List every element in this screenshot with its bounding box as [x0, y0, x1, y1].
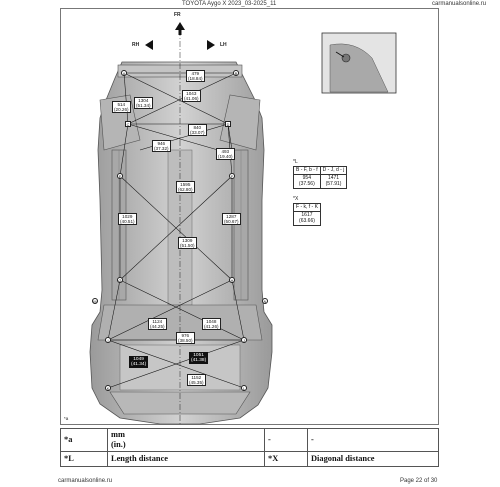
point-d: D: [225, 121, 231, 127]
point-l: L: [241, 385, 247, 391]
legend-value: Diagonal distance: [307, 450, 439, 468]
front-arrow-icon: [175, 22, 185, 30]
dimension-label-dark: 1049(41.34): [129, 356, 149, 369]
ref-mark-a: *a: [64, 416, 69, 421]
point-j: J: [241, 337, 247, 343]
dimension-label: 1595(62.80): [176, 181, 195, 193]
ref-mark-x: *X: [293, 196, 299, 202]
legend-key: -: [264, 428, 308, 452]
point-a: A: [121, 70, 127, 76]
page-number: Page 22 of 30: [400, 478, 438, 484]
dimension-label: 976(38.50): [176, 332, 195, 344]
point-k: K: [105, 385, 111, 391]
dimension-label-dark: 1051(41.38): [189, 352, 209, 365]
point-b: B: [233, 70, 239, 76]
front-direction-label: FR: [174, 12, 181, 18]
point-m: M: [92, 298, 98, 304]
dimension-label: 840(33.07): [188, 124, 207, 136]
legend-key: *a: [60, 428, 108, 452]
point-i: I: [105, 337, 111, 343]
point-e: E: [117, 173, 123, 179]
table-header: F - k, f - K: [293, 202, 321, 213]
length-reference-table: B - F, b - f D - J, d - j 954(37.56) 147…: [293, 165, 348, 190]
legend-value: Length distance: [107, 450, 265, 468]
legend-value: -: [307, 428, 439, 452]
legend-value: mm (in.): [107, 428, 265, 452]
dimension-label: 1043(41.06): [182, 90, 201, 102]
point-h: H: [229, 277, 235, 283]
point-g: G: [117, 277, 123, 283]
table-cell: 1471(57.91): [319, 174, 348, 190]
dimension-label: 1304(51.34): [134, 97, 153, 109]
dimension-label: 1029(40.51): [118, 213, 137, 225]
diagonal-reference-table: F - k, f - K 1617(63.66): [293, 202, 321, 227]
point-n: N: [262, 298, 268, 304]
rh-direction-label: RH: [132, 42, 140, 48]
table-header: B - F, b - f: [293, 165, 321, 176]
table-cell: 954(37.56): [293, 174, 321, 190]
table-header: D - J, d - j: [319, 165, 348, 176]
point-c: C: [125, 121, 131, 127]
dimension-label: 1048(41.26): [202, 318, 221, 330]
dimension-label: 946(37.32): [152, 140, 171, 152]
ref-mark-l: *L: [293, 159, 298, 165]
dimension-label: 1124(44.25): [148, 318, 167, 330]
legend-key: *L: [60, 450, 108, 468]
page-footer-site: carmanualsonline.ru: [58, 478, 113, 484]
dimension-label: 479(18.84): [186, 70, 205, 82]
dimension-label: 1287(50.67): [222, 213, 241, 225]
lh-arrow-icon: [207, 40, 215, 50]
dimension-label: 514(20.26): [112, 101, 131, 113]
legend-table: *a mm (in.) - - *L Length distance *X Di…: [60, 428, 439, 468]
page-header-site: carmanualsonline.ru: [432, 1, 487, 7]
table-cell: 1617(63.66): [293, 211, 321, 227]
lh-direction-label: LH: [220, 42, 227, 48]
rh-arrow-icon: [145, 40, 153, 50]
page-header-title: TOYOTA Aygo X 2023_03-2025_11: [182, 1, 277, 7]
dimension-label: 493(19.40): [216, 148, 235, 160]
legend-key: *X: [264, 450, 308, 468]
dimension-label: 1309(51.50): [178, 237, 197, 249]
point-f: F: [229, 173, 235, 179]
dimension-label: 1152(45.35): [187, 374, 206, 386]
